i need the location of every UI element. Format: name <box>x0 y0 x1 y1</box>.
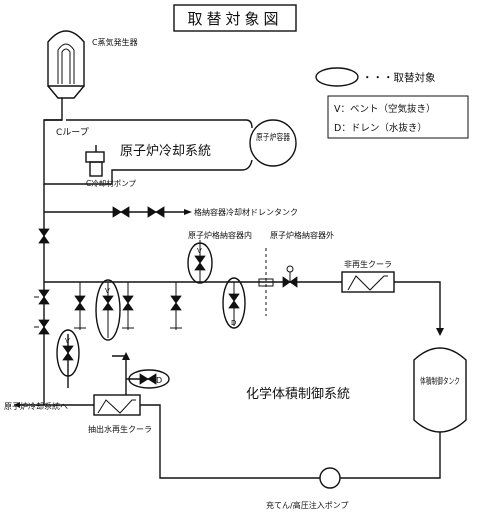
v-label-top: V <box>197 247 202 255</box>
drain-valve-2a <box>147 206 157 218</box>
drain-valve-1a <box>112 206 122 218</box>
d-label-drain: D <box>231 319 236 327</box>
regen-vent-d-label: D <box>156 376 162 385</box>
charging-pump-label: 充てん/高圧注入ポンプ <box>266 500 348 510</box>
target-ellipse-regen <box>128 369 170 389</box>
c-loop-label: Cループ <box>56 127 89 138</box>
target-ellipse-drain <box>222 277 246 329</box>
regenerative-cooler-label: 抽出水再生クーラ <box>88 424 152 434</box>
steam-generator-label: C蒸気発生器 <box>92 37 138 47</box>
regen-vent-valve-a <box>139 373 149 385</box>
reactor-vessel <box>249 119 297 167</box>
isolation-control-valve <box>282 265 298 288</box>
regen-vent-valve-b <box>147 373 157 385</box>
c-coolant-pump <box>85 145 105 177</box>
outside-containment-label: 原子炉格納容器外 <box>270 230 334 240</box>
target-ellipse-left <box>56 329 80 377</box>
legend-vent: V：ベント（空気抜き） <box>334 103 436 115</box>
target-ellipse-2 <box>95 279 121 341</box>
letdown-regenerative-cooler <box>93 394 141 416</box>
target-ellipse-top <box>187 242 213 284</box>
volume-control-tank <box>413 347 467 433</box>
volume-control-tank-label: 体積制御タンク <box>420 376 460 387</box>
reactor-coolant-system-label: 原子炉冷却系統 <box>120 144 211 159</box>
non-regenerative-cooler <box>341 271 395 293</box>
legend-target-ellipse <box>315 67 359 87</box>
inside-containment-label: 原子炉格納容器内 <box>188 230 252 240</box>
to-vct-pipe <box>394 281 441 330</box>
drain-tank-label: 格納容器冷却材ドレンタンク <box>194 207 298 217</box>
vct-to-pump-pipe <box>340 432 441 479</box>
v-label-2: V <box>105 287 110 295</box>
legend-box <box>327 95 469 139</box>
steam-generator <box>47 30 85 99</box>
to-rcs-label: 原子炉冷却系統へ <box>4 401 68 411</box>
cvcs-label: 化学体積制御系統 <box>246 386 350 402</box>
left-valve-3a <box>38 319 50 328</box>
c-loop-left-pipe <box>43 98 100 185</box>
c-loop-hot-leg <box>66 119 253 129</box>
penetration <box>258 278 274 287</box>
diagram-title: 取替対象図 <box>187 10 282 28</box>
arrow-to-vct <box>436 328 444 336</box>
charging-pump <box>319 467 341 489</box>
legend-target-label: ・・・取替対象 <box>362 71 436 84</box>
header-branches: V <box>74 279 182 341</box>
title-frame <box>173 4 297 32</box>
left-valve-1b <box>38 235 50 244</box>
drain-valve-1b <box>120 206 130 218</box>
left-valve-2a <box>38 289 50 298</box>
drain-valve-2b <box>155 206 165 218</box>
v-label-left: V <box>65 337 70 345</box>
left-valve-2b <box>38 296 50 305</box>
arrow-to-drain-tank <box>184 209 192 215</box>
charging-line <box>140 404 320 479</box>
legend-drain: D：ドレン（水抜き） <box>334 122 427 134</box>
non-regenerative-cooler-label: 非再生クーラ <box>344 259 392 269</box>
left-valve-1a <box>38 228 50 237</box>
c-loop-cold-leg <box>100 159 253 185</box>
arrow-to-rcs <box>14 402 20 408</box>
left-valve-3b <box>38 326 50 335</box>
reactor-vessel-label: 原子炉容器 <box>256 132 290 143</box>
c-coolant-pump-label: C冷却材ポンプ <box>86 178 137 188</box>
